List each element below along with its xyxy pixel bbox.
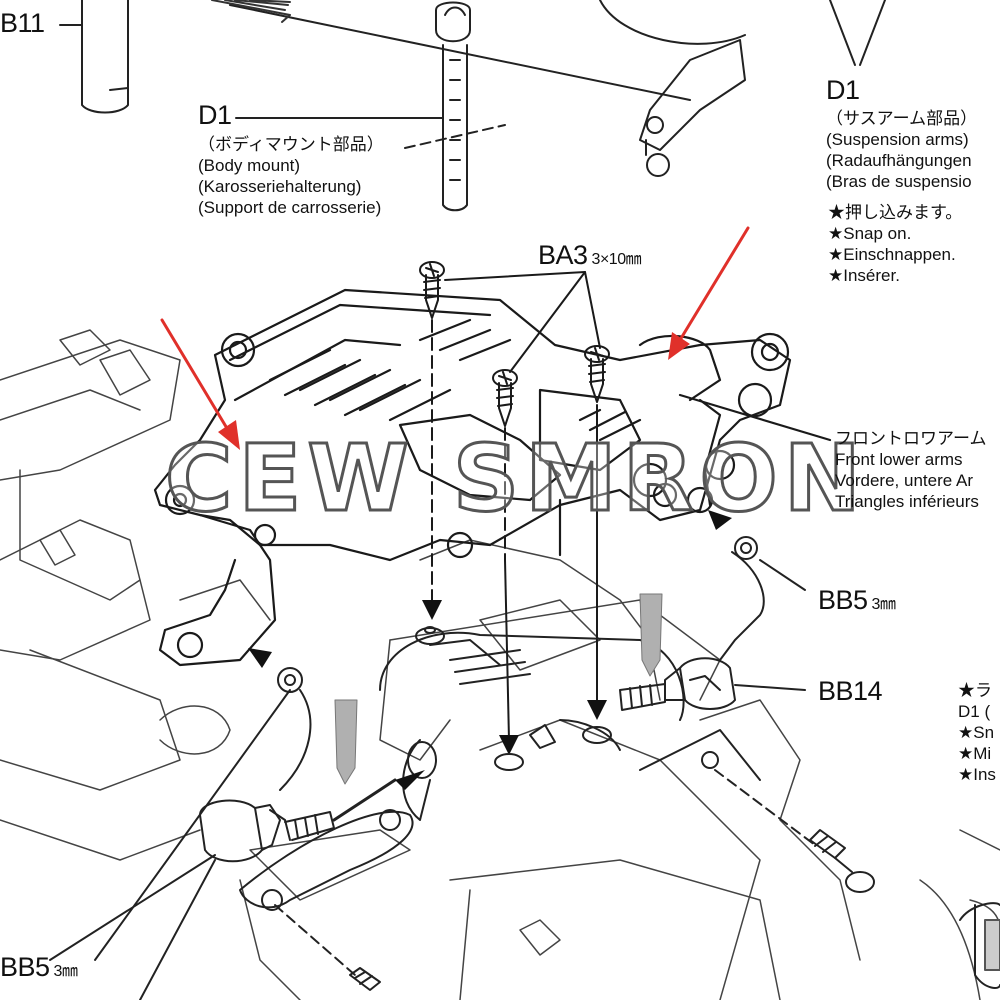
suspension-fr: (Bras de suspensio — [826, 172, 972, 191]
right-side-screw — [714, 769, 875, 893]
label-d1-body-mount: D1 — [198, 100, 232, 130]
bb5-right-size: 3㎜ — [871, 596, 896, 613]
push-indicators — [334, 593, 663, 785]
lower-left-arm — [239, 809, 414, 991]
snap-on-de: ★Einschnappen. — [828, 245, 956, 264]
snap-on-note: ★押し込みます。 ★Snap on. ★Einschnappen. ★Insér… — [828, 202, 962, 286]
label-d1-suspension: D1 — [826, 75, 860, 105]
suspension-arms-caption: （サスアーム部品） (Suspension arms) (Radaufhängu… — [826, 108, 977, 192]
ba3-screws — [419, 261, 610, 741]
front-lower-arms-assembly — [153, 288, 832, 667]
body-mount-de: (Karosseriehalterung) — [198, 177, 362, 196]
snap-on-fr: ★Insérer. — [828, 266, 900, 285]
red-callout-arrows — [160, 226, 750, 450]
snap-on-en: ★Snap on. — [828, 224, 912, 243]
front-lower-arms-de: Vordere, untere Ar — [835, 471, 973, 490]
bb5-left-cup — [49, 667, 425, 1000]
suspension-en: (Suspension arms) — [826, 130, 969, 149]
partial-tool — [959, 902, 1000, 989]
front-lower-arms-caption: フロントロワアーム Front lower arms Vordere, unte… — [835, 428, 986, 512]
ba3-code: BA3 — [538, 240, 588, 270]
ba3-size: 3×10㎜ — [591, 251, 642, 268]
body-mount-caption: （ボディマウント部品） (Body mount) (Karosseriehalt… — [198, 134, 384, 218]
partial-note: ★ラ D1 ( ★Sn ★Mi ★Ins — [958, 680, 996, 785]
partial-note-2: D1 ( — [958, 702, 991, 721]
b11-shaft — [59, 0, 129, 114]
partial-note-5: ★Ins — [958, 765, 996, 784]
insertion-arrows — [248, 510, 732, 755]
front-lower-arms-fr: Triangles inférieurs — [835, 492, 979, 511]
partial-note-4: ★Mi — [958, 744, 992, 763]
snap-on-jp: ★押し込みます。 — [828, 203, 963, 222]
bb14-cup-joint — [619, 536, 806, 711]
bb5-left-size: 3㎜ — [53, 963, 78, 980]
suspension-de: (Radaufhängungen — [826, 151, 972, 170]
body-mount-jp: （ボディマウント部品） — [198, 135, 384, 154]
d1-suspension-arm — [229, 0, 886, 177]
front-lower-arms-jp: フロントロワアーム — [835, 429, 987, 448]
partial-note-3: ★Sn — [958, 723, 995, 742]
hatched-pad — [211, 0, 291, 23]
watermark: CEW SMRON — [164, 424, 867, 534]
bb5-left-code: BB5 — [0, 952, 50, 982]
body-mount-en: (Body mount) — [198, 156, 301, 175]
label-bb14: BB14 — [818, 676, 883, 706]
d1-body-mount — [235, 1, 506, 212]
label-b11: B11 — [0, 8, 45, 38]
suspension-jp: （サスアーム部品） — [826, 109, 978, 128]
body-mount-fr: (Support de carrosserie) — [198, 198, 382, 217]
partial-note-1: ★ラ — [958, 681, 992, 700]
bb5-right-code: BB5 — [818, 585, 868, 615]
front-lower-arms-en: Front lower arms — [835, 450, 963, 469]
